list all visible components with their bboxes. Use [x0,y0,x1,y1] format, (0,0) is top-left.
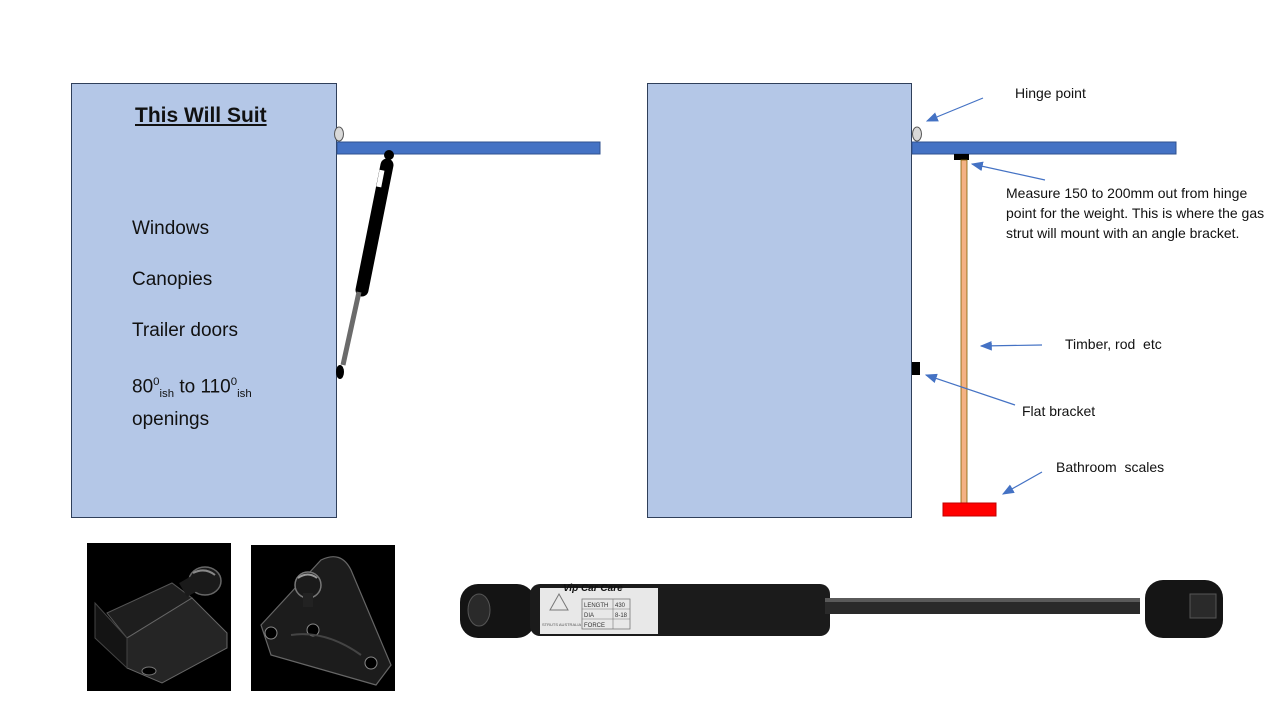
label-flat-bracket: Flat bracket [1022,403,1096,419]
right-hinge [912,126,922,142]
strut-brand-label: Vip Car Care [563,583,623,594]
gas-strut-drawing [336,150,394,379]
opening-max: 110 [200,376,231,398]
label-hinge-point: Hinge point [1015,85,1086,101]
spec-value-length: 430 [615,603,626,609]
list-item-windows: Windows [132,218,210,239]
flat-bracket-arrow [924,373,1016,406]
gas-strut-photo: Vip Car Care LENGTH DIA FORCE 430 8-18 S… [455,570,1230,645]
ish-sub-1: ish [159,388,175,401]
right-door-panel [647,83,912,518]
measure-arrow [970,161,1046,181]
degree-sup-1: 0 [153,376,160,388]
spec-label-dia: DIA [584,613,595,619]
scales-arrow [1001,471,1043,495]
left-hinge [334,126,344,142]
openings-range: 800ish to 1100ish openings [132,370,252,432]
ish-sub-2: ish [237,388,252,401]
label-timber-rod: Timber, rod etc [1065,336,1162,352]
panel-title: This Will Suit [135,104,267,127]
left-lid-bar [336,141,601,155]
flat-bracket-photo [251,545,395,691]
flat-bracket-mark [912,362,920,375]
spec-label-force: FORCE [584,623,605,629]
to-word: to [174,376,201,398]
bathroom-scales [942,502,997,517]
strut-spec-labels: LENGTH DIA FORCE [584,601,608,631]
spec-value-dia: 8-18 [615,613,628,619]
spec-label-length: LENGTH [584,603,609,609]
degree-sup-2: 0 [230,376,238,388]
label-bathroom-scales: Bathroom scales [1056,459,1165,475]
angle-bracket-mark [954,154,969,160]
right-lid-bar [911,141,1177,155]
left-door-panel [71,83,337,518]
hinge-arrow [925,97,984,122]
list-item-canopies: Canopies [132,269,213,290]
label-measure-instruction: Measure 150 to 200mm out from hinge poin… [1006,185,1265,241]
opening-min: 80 [132,376,154,398]
openings-word: openings [132,409,210,431]
strut-spec-values: 430 8-18 [615,601,627,621]
timber-arrow [979,341,1043,351]
list-item-trailer-doors: Trailer doors [132,320,238,341]
angle-bracket-photo [87,543,231,691]
timber-rod [960,159,968,504]
strut-maker-label: STRUTS AUSTRALIA [542,622,582,627]
